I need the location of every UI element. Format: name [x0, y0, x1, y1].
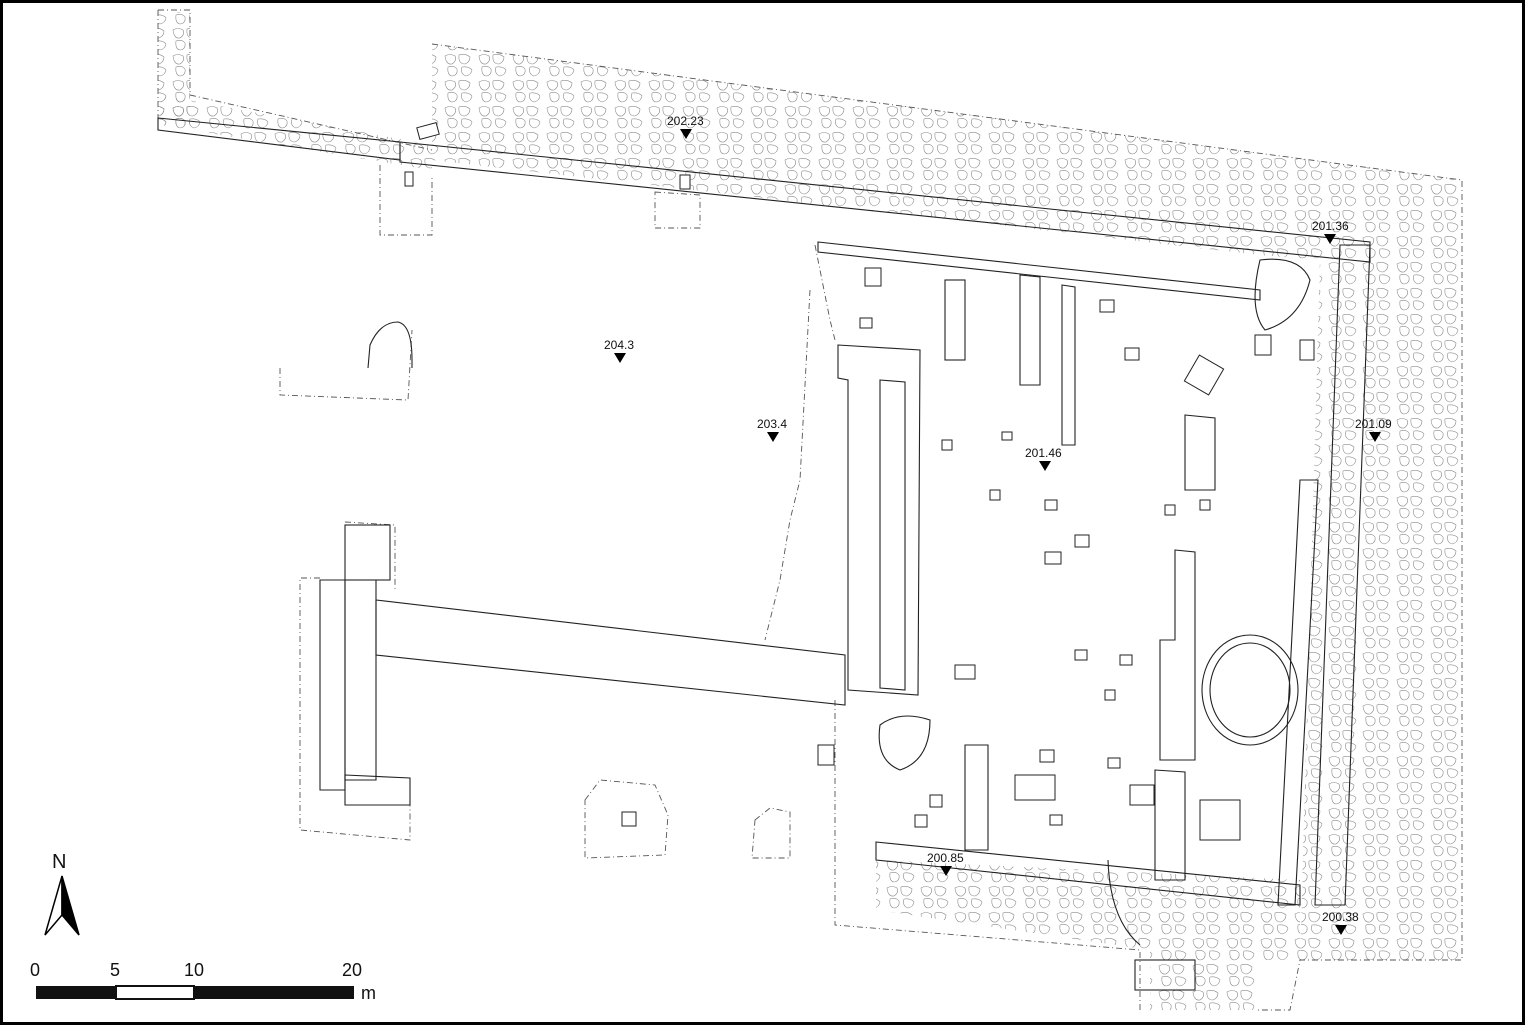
elevation-marker: 201.46	[1025, 446, 1062, 471]
elevation-label: 204.3	[604, 338, 634, 352]
elevation-markers: 202.23 204.3 203.4 201.46 201.36 201.09 …	[604, 114, 1392, 935]
scale-segment-dark	[194, 986, 354, 999]
walls	[157, 117, 1371, 991]
scale-bar: 0 5 10 20 m	[30, 960, 376, 1003]
scale-tick-label: 10	[184, 960, 204, 980]
elevation-label: 201.09	[1355, 417, 1392, 431]
elevation-triangle	[940, 866, 952, 876]
elevation-label: 203.4	[757, 417, 787, 431]
scale-tick-label: 20	[342, 960, 362, 980]
elevation-triangle	[614, 353, 626, 363]
north-arrow-left-half	[44, 875, 63, 936]
excavation-limits	[157, 9, 1463, 1011]
elevation-triangle	[680, 129, 692, 139]
elevation-marker: 204.3	[604, 338, 634, 363]
north-arrow: N	[44, 851, 80, 936]
scale-unit: m	[361, 983, 376, 1003]
elevation-marker: 200.38	[1322, 910, 1359, 935]
scale-segment-light	[115, 985, 195, 1000]
north-arrow-letter: N	[52, 851, 66, 873]
elevation-marker: 203.4	[757, 417, 787, 442]
elevation-marker: 202.23	[667, 114, 704, 139]
elevation-triangle	[1335, 925, 1347, 935]
elevation-marker: 200.85	[927, 851, 964, 876]
elevation-label: 201.46	[1025, 446, 1062, 460]
north-arrow-right-half	[61, 875, 80, 936]
elevation-triangle	[1369, 432, 1381, 442]
paving-zones	[158, 12, 1462, 1010]
scale-tick-label: 0	[30, 960, 40, 980]
elevation-label: 200.85	[927, 851, 964, 865]
elevation-triangle	[767, 432, 779, 442]
elevation-label: 201.36	[1312, 219, 1349, 233]
elevation-marker: 201.09	[1355, 417, 1392, 442]
elevation-label: 202.23	[667, 114, 704, 128]
scattered-stones	[404, 122, 1315, 841]
scale-segment-dark	[36, 986, 116, 999]
elevation-marker: 201.36	[1312, 219, 1349, 244]
scale-tick-label: 5	[110, 960, 120, 980]
elevation-triangle	[1039, 461, 1051, 471]
elevation-triangle	[1324, 234, 1336, 244]
elevation-label: 200.38	[1322, 910, 1359, 924]
